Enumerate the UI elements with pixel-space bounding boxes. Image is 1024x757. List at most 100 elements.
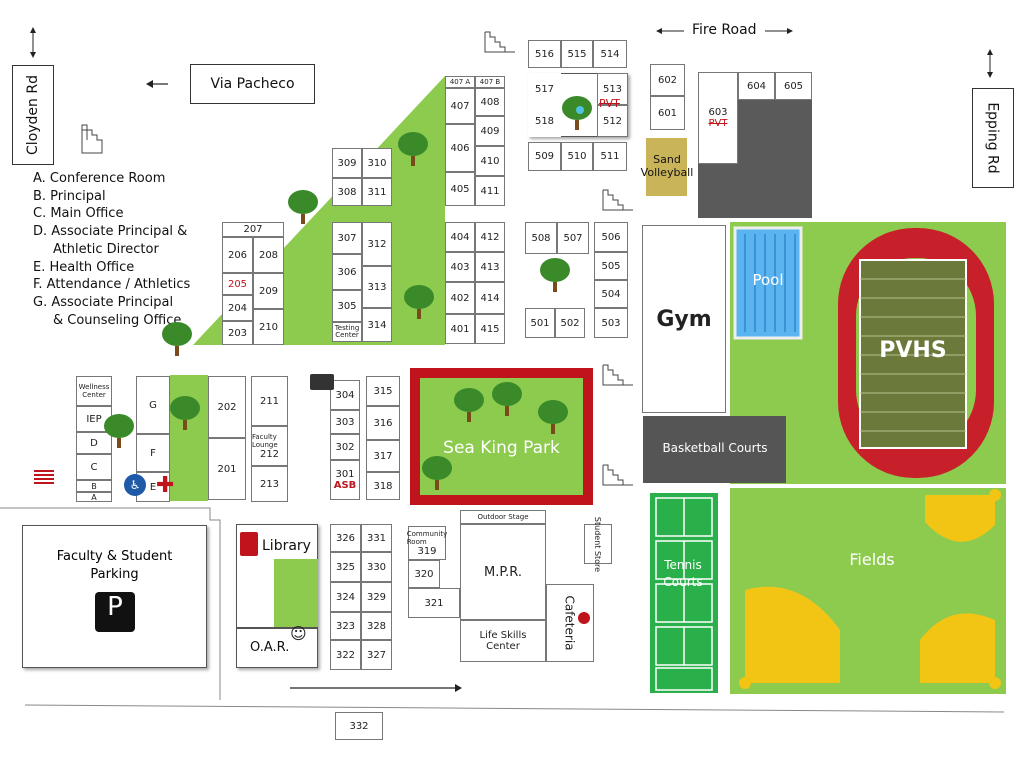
room-213[interactable]: 213	[251, 466, 288, 502]
room-511[interactable]: 511	[593, 142, 627, 171]
room-327[interactable]: 327	[361, 640, 392, 670]
room-407[interactable]: 407	[445, 88, 475, 124]
outdoor-stage[interactable]: Outdoor Stage	[460, 510, 546, 524]
room-513[interactable]: 513	[597, 73, 628, 105]
room-206[interactable]: 206	[222, 237, 253, 273]
room-332[interactable]: 332	[335, 712, 383, 740]
room-f[interactable]: F	[136, 434, 170, 472]
gym[interactable]: Gym	[642, 225, 726, 413]
room-601[interactable]: 601	[650, 96, 685, 130]
parking-lot[interactable]: Faculty & Student Parking P	[22, 525, 207, 668]
room-320[interactable]: 320	[408, 560, 440, 588]
room-313[interactable]: 313	[362, 266, 392, 308]
room-406[interactable]: 406	[445, 124, 475, 172]
room-507[interactable]: 507	[557, 222, 589, 254]
room-210[interactable]: 210	[253, 309, 284, 345]
room-c[interactable]: C	[76, 454, 112, 480]
room-405[interactable]: 405	[445, 172, 475, 206]
room-505[interactable]: 505	[594, 252, 628, 280]
room-b[interactable]: B	[76, 480, 112, 492]
room-303[interactable]: 303	[330, 410, 360, 434]
room-328[interactable]: 328	[361, 612, 392, 640]
room-208[interactable]: 208	[253, 237, 284, 273]
room-305[interactable]: 305	[332, 290, 362, 322]
room-314[interactable]: 314	[362, 308, 392, 342]
room-318[interactable]: 318	[366, 472, 400, 500]
testing-center[interactable]: Testing Center	[332, 322, 362, 342]
room-205[interactable]: 205	[222, 273, 253, 295]
room-207[interactable]: 207	[222, 222, 284, 237]
room-312[interactable]: 312	[362, 222, 392, 266]
room-605[interactable]: 605	[775, 72, 812, 100]
room-322[interactable]: 322	[330, 640, 361, 670]
room-514[interactable]: 514	[593, 40, 627, 68]
oar[interactable]	[236, 628, 318, 668]
room-408[interactable]: 408	[475, 88, 505, 116]
room-517[interactable]: 517	[528, 73, 561, 105]
wellness-center[interactable]: Wellness Center	[76, 376, 112, 406]
room-503[interactable]: 503	[594, 308, 628, 338]
room-504[interactable]: 504	[594, 280, 628, 308]
room-331[interactable]: 331	[361, 524, 392, 552]
room-325[interactable]: 325	[330, 552, 361, 582]
room-202[interactable]: 202	[208, 376, 246, 438]
room-412[interactable]: 412	[475, 222, 505, 252]
room-402[interactable]: 402	[445, 282, 475, 314]
room-404[interactable]: 404	[445, 222, 475, 252]
room-414[interactable]: 414	[475, 282, 505, 314]
room-506[interactable]: 506	[594, 222, 628, 252]
room-316[interactable]: 316	[366, 406, 400, 440]
room-317[interactable]: 317	[366, 440, 400, 472]
room-501[interactable]: 501	[525, 308, 555, 338]
room-410[interactable]: 410	[475, 146, 505, 176]
room-512[interactable]: 512	[597, 105, 628, 137]
room-a[interactable]: A	[76, 492, 112, 502]
room-306[interactable]: 306	[332, 254, 362, 290]
room-326[interactable]: 326	[330, 524, 361, 552]
room-324[interactable]: 324	[330, 582, 361, 612]
room-407b[interactable]: 407 B	[475, 76, 505, 88]
room-401[interactable]: 401	[445, 314, 475, 344]
room-510[interactable]: 510	[561, 142, 593, 171]
room-309[interactable]: 309	[332, 148, 362, 178]
room-d[interactable]: D	[76, 432, 112, 454]
room-204[interactable]: 204	[222, 295, 253, 321]
room-415[interactable]: 415	[475, 314, 505, 344]
room-209[interactable]: 209	[253, 273, 284, 309]
room-509[interactable]: 509	[528, 142, 561, 171]
room-602[interactable]: 602	[650, 64, 685, 96]
room-308[interactable]: 308	[332, 178, 362, 206]
room-409[interactable]: 409	[475, 116, 505, 146]
room-413[interactable]: 413	[475, 252, 505, 282]
life-skills-center[interactable]: Life Skills Center	[460, 620, 546, 662]
student-store[interactable]: Student Store	[584, 516, 612, 572]
room-403[interactable]: 403	[445, 252, 475, 282]
room-321[interactable]: 321	[408, 588, 460, 618]
room-311[interactable]: 311	[362, 178, 392, 206]
room-307[interactable]: 307	[332, 222, 362, 254]
room-516[interactable]: 516	[528, 40, 561, 68]
room-604[interactable]: 604	[738, 72, 775, 100]
room-310[interactable]: 310	[362, 148, 392, 178]
room-329[interactable]: 329	[361, 582, 392, 612]
room-407a[interactable]: 407 A	[445, 76, 475, 88]
room-515[interactable]: 515	[561, 40, 593, 68]
room-211[interactable]: 211	[251, 376, 288, 426]
room-302[interactable]: 302	[330, 434, 360, 460]
room-g[interactable]: G	[136, 376, 170, 434]
room-304[interactable]: 304	[330, 380, 360, 410]
room-411[interactable]: 411	[475, 176, 505, 206]
room-508[interactable]: 508	[525, 222, 557, 254]
room-502[interactable]: 502	[555, 308, 585, 338]
room-323[interactable]: 323	[330, 612, 361, 640]
room-330[interactable]: 330	[361, 552, 392, 582]
room-203[interactable]: 203	[222, 321, 253, 345]
mpr[interactable]: M.P.R.	[460, 524, 546, 620]
room-518[interactable]: 518	[528, 105, 561, 137]
room-315[interactable]: 315	[366, 376, 400, 406]
room-201[interactable]: 201	[208, 438, 246, 500]
